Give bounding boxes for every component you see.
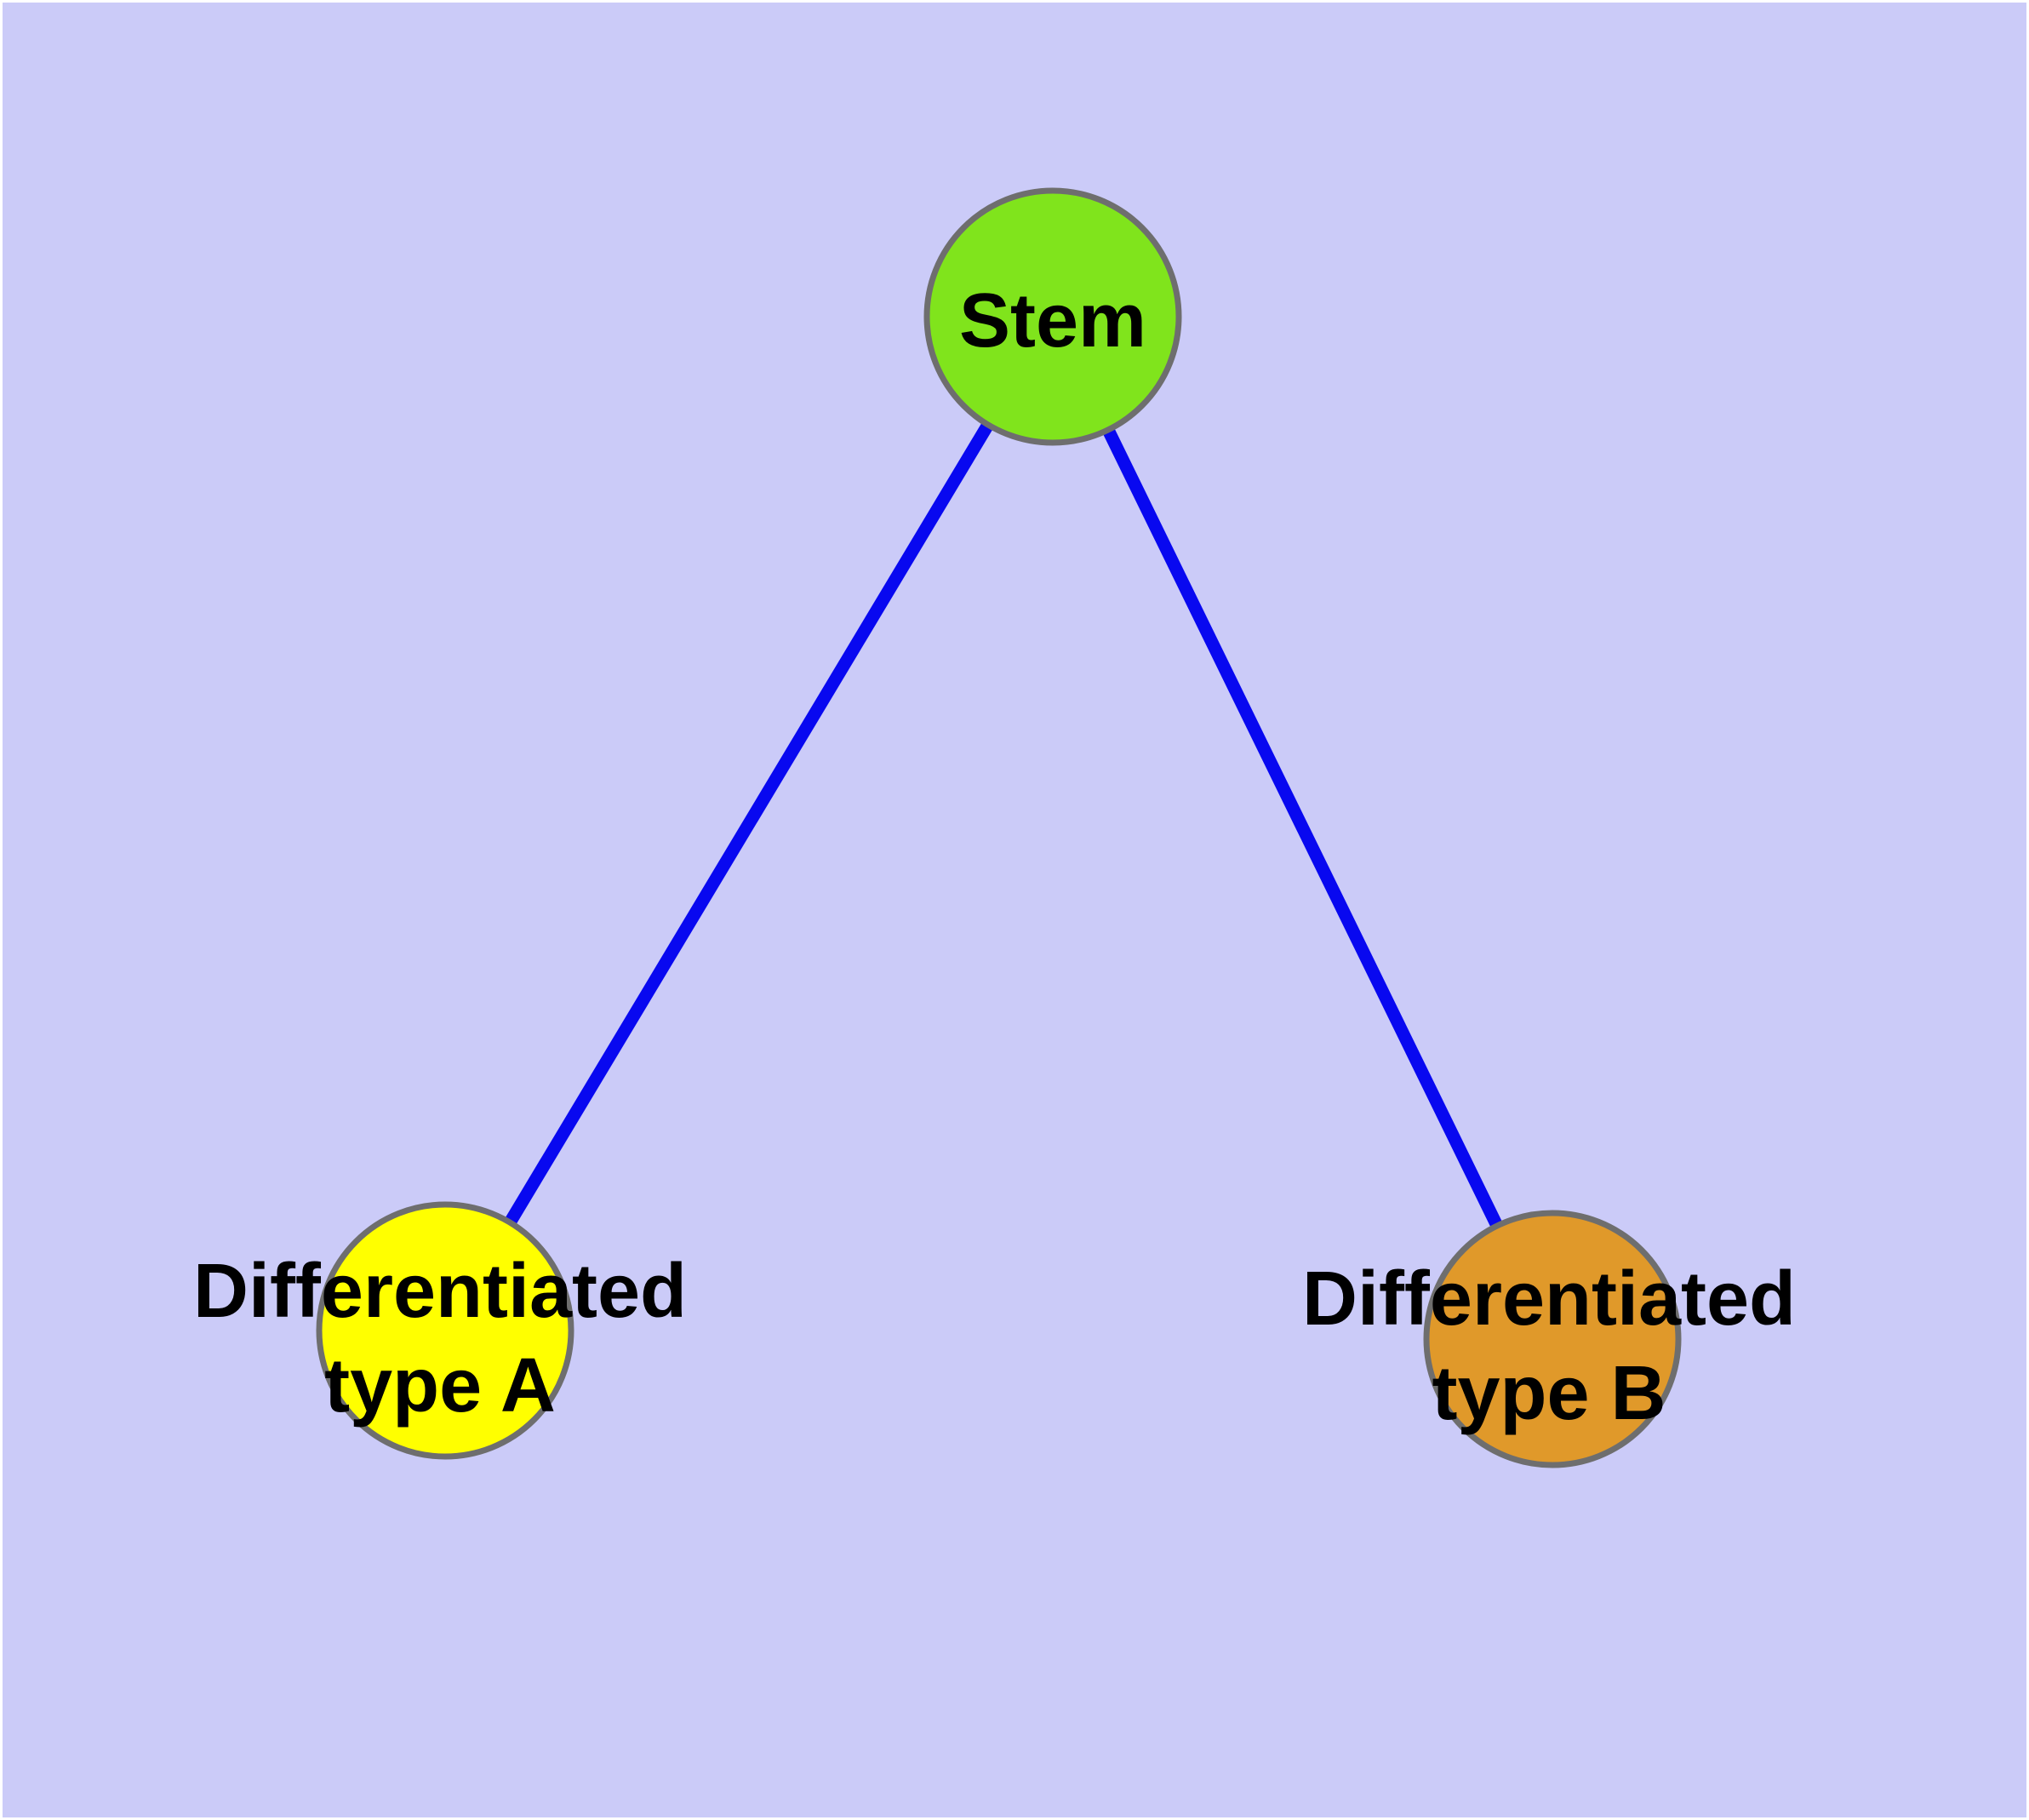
node-type-b-label-line2: type B bbox=[1432, 1351, 1666, 1436]
node-type-a-label-line1: Differentiated bbox=[193, 1249, 687, 1334]
edge-stem-to-type-a bbox=[439, 313, 1059, 1334]
node-type-a-label-line2: type A bbox=[324, 1343, 556, 1428]
node-type-a-circle bbox=[316, 1201, 574, 1460]
node-type-b-label-line1: Differentiated bbox=[1302, 1256, 1796, 1342]
edge-stem-to-type-b bbox=[1047, 313, 1558, 1342]
node-stem-circle bbox=[923, 187, 1182, 446]
node-stem-label: Stem bbox=[959, 278, 1146, 363]
node-type-b-circle bbox=[1423, 1210, 1682, 1468]
